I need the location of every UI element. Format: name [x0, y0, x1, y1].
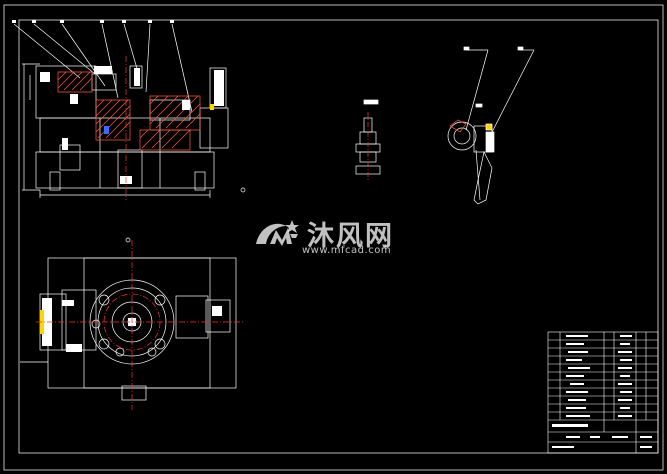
detail-view-right	[447, 46, 535, 205]
plan-view	[20, 237, 244, 410]
watermark-url: www.mfcad.com	[302, 245, 392, 256]
watermark: 沐风网 www.mfcad.com	[252, 212, 422, 260]
title-block	[547, 331, 659, 454]
detail-view-small	[355, 99, 381, 180]
watermark-text: 沐风网	[307, 221, 394, 252]
mfcad-logo-icon	[256, 220, 299, 246]
front-section-view	[12, 20, 246, 200]
balloon-numbers	[12, 20, 174, 23]
drawing-frame	[3, 4, 664, 471]
section-hatching	[57, 71, 201, 151]
